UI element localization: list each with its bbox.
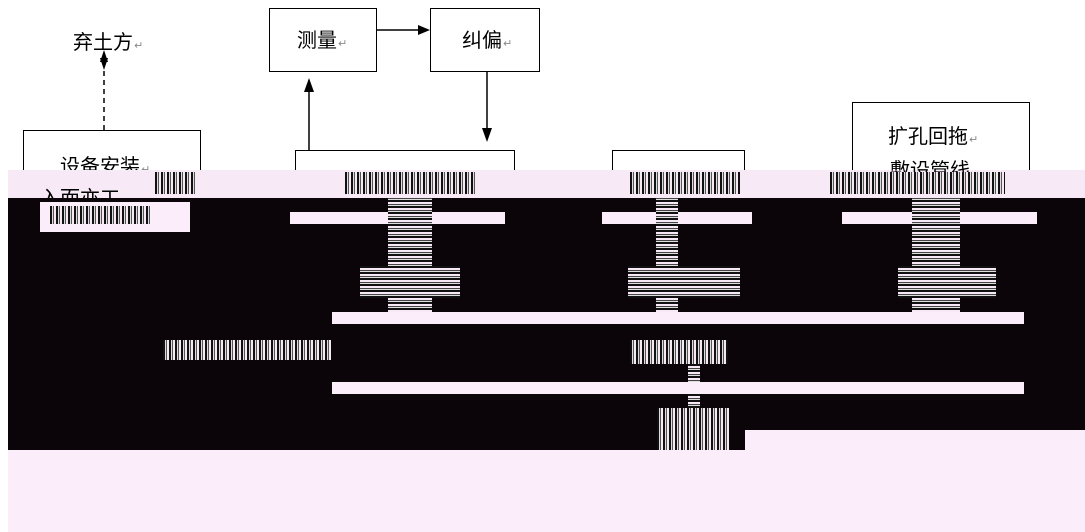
node-ream-line2: 敷设管线 [890,158,970,182]
noise-block [830,172,1005,194]
noise-block [630,340,728,364]
connector-arrows [100,25,492,150]
band-strip [745,430,1085,450]
noise-column [388,196,432,322]
bottom-strip [8,450,1085,532]
dark-band [8,198,1085,450]
noise-block [163,340,331,360]
noise-block [657,408,729,450]
noise-block [50,206,150,224]
noise-block [345,172,475,194]
noise-block [630,172,740,194]
noise-block [155,172,195,194]
noise-column [656,196,678,322]
node-measure: 测量↵ [297,28,348,52]
noise-column [688,364,700,384]
noise-column [912,196,960,322]
noise-column [898,266,996,298]
band-bar [332,312,1024,324]
noise-column [628,266,740,298]
noise-column [688,394,700,408]
noise-column [360,266,460,298]
node-correct-box [430,8,540,72]
node-correct: 纠偏↵ [462,28,513,52]
node-ream: 扩孔回拖↵ [888,124,979,148]
node-install-line2: 入而亦工 [40,186,120,198]
node-ream-box [852,102,1030,182]
band-bar [332,382,1024,394]
node-spoil: 弃土方↵ [73,30,144,54]
node-measure-box [269,8,377,72]
